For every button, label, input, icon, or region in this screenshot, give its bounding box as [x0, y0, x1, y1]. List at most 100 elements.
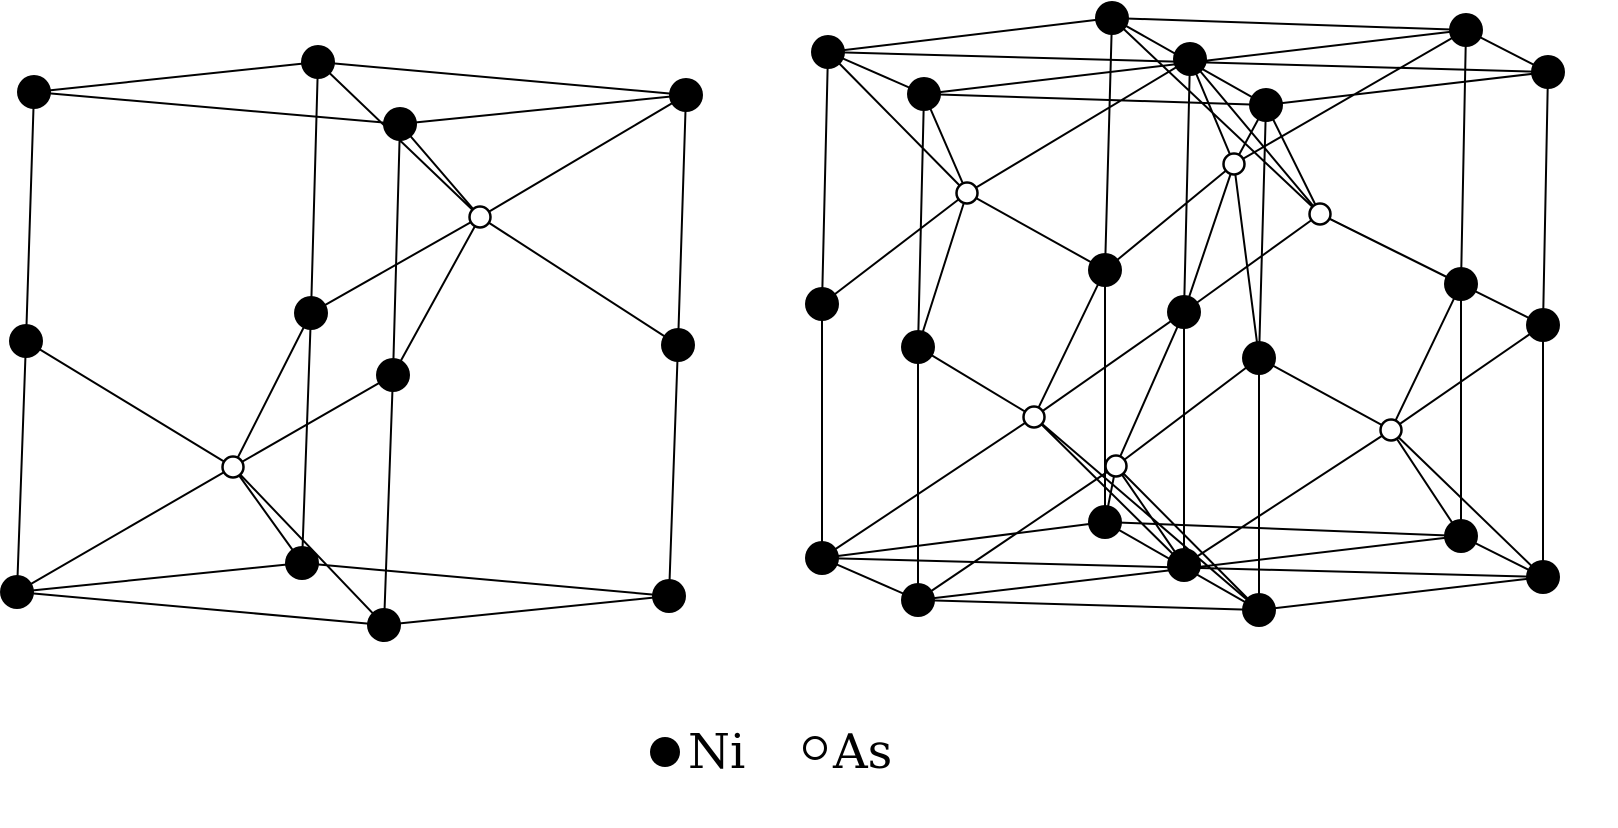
bond-line	[1390, 429, 1544, 578]
ni-atom	[901, 330, 935, 364]
bond-line	[16, 591, 385, 626]
legend: Ni As	[650, 724, 892, 780]
ni-atom	[1167, 295, 1201, 329]
bond-line	[16, 340, 27, 593]
bond-line	[1115, 465, 1185, 566]
bond-line	[1319, 213, 1544, 326]
bond-line	[33, 91, 401, 125]
ni-atom	[1088, 505, 1122, 539]
bond-line	[923, 93, 1267, 106]
ni-atom	[669, 78, 703, 112]
bond-line	[1104, 17, 1113, 271]
bond-line	[1390, 429, 1462, 537]
bond-line	[1258, 357, 1392, 431]
as-atom	[1104, 454, 1128, 478]
bond-line	[232, 374, 394, 468]
bond-line	[917, 93, 925, 348]
bond-line	[1183, 213, 1321, 313]
ni-atom	[1249, 88, 1283, 122]
as-atom	[1022, 405, 1046, 429]
ni-atom	[1526, 560, 1560, 594]
bond-line	[1258, 576, 1544, 611]
bond-line	[821, 192, 968, 305]
ni-atom	[1444, 267, 1478, 301]
as-atom	[468, 205, 492, 229]
bond-line	[383, 374, 394, 626]
bond-line	[923, 93, 968, 194]
ni-atom	[17, 75, 51, 109]
bond-line	[827, 51, 968, 194]
ni-atom	[805, 287, 839, 321]
bond-line	[1265, 71, 1549, 106]
bond-line	[827, 17, 1113, 53]
bond-line	[392, 216, 481, 376]
bond-line	[479, 216, 679, 346]
bond-line	[317, 61, 687, 96]
bond-line	[25, 91, 35, 342]
ni-atom	[376, 358, 410, 392]
bond-line	[399, 123, 481, 218]
bond-line	[1115, 311, 1185, 467]
as-atom	[1379, 418, 1403, 442]
bond-line	[16, 466, 234, 593]
ni-atom	[1167, 548, 1201, 582]
bond-line	[1115, 357, 1260, 467]
ni-legend-icon	[650, 737, 680, 767]
bond-line	[310, 216, 481, 314]
ni-atom	[1088, 253, 1122, 287]
bond-line	[1189, 58, 1321, 215]
ni-atom	[901, 583, 935, 617]
bond-line	[1233, 163, 1260, 359]
bond-line	[16, 562, 303, 593]
bond-line	[917, 346, 1035, 418]
ni-atom	[1095, 1, 1129, 35]
ni-atom	[9, 324, 43, 358]
ni-atom	[652, 579, 686, 613]
bond-line	[917, 465, 1117, 601]
as-legend-icon	[803, 736, 827, 760]
as-legend-label: As	[832, 724, 892, 780]
as-atom	[1222, 152, 1246, 176]
bond-line	[33, 61, 319, 93]
bond-line	[966, 58, 1191, 194]
ni-atom	[301, 45, 335, 79]
bond-line	[1115, 465, 1260, 611]
ni-atom	[907, 77, 941, 111]
bond-line	[1183, 58, 1191, 313]
unit-cell-left	[0, 45, 703, 642]
ni-atom	[1242, 593, 1276, 627]
bond-line	[1460, 29, 1467, 285]
bond-line	[232, 312, 312, 468]
ni-atom	[285, 546, 319, 580]
bond-line	[399, 94, 687, 125]
ni-atom	[811, 35, 845, 69]
ni-atom	[1531, 55, 1565, 89]
bond-line	[301, 562, 670, 597]
ni-atom	[661, 328, 695, 362]
bond-line	[25, 340, 234, 468]
bond-line	[1390, 283, 1462, 431]
bond-line	[917, 192, 968, 348]
bond-line	[677, 94, 687, 346]
bond-line	[232, 466, 303, 564]
ni-atom	[1449, 13, 1483, 47]
bond-line	[1233, 29, 1467, 165]
bond-line	[392, 123, 401, 376]
bond-line	[1111, 17, 1467, 31]
ni-atom	[1242, 341, 1276, 375]
bond-line	[310, 61, 319, 314]
as-atom	[955, 181, 979, 205]
bond-line	[1390, 324, 1544, 431]
bond-line	[1104, 521, 1462, 537]
ni-atom	[1444, 519, 1478, 553]
bond-line	[1033, 416, 1260, 611]
bond-line	[232, 466, 385, 626]
ni-atom	[383, 107, 417, 141]
bond-line	[821, 416, 1035, 559]
bond-line	[966, 192, 1106, 271]
bond-line	[1033, 311, 1185, 418]
bond-line	[917, 599, 1260, 611]
bond-line	[1033, 269, 1106, 418]
as-atom	[221, 455, 245, 479]
